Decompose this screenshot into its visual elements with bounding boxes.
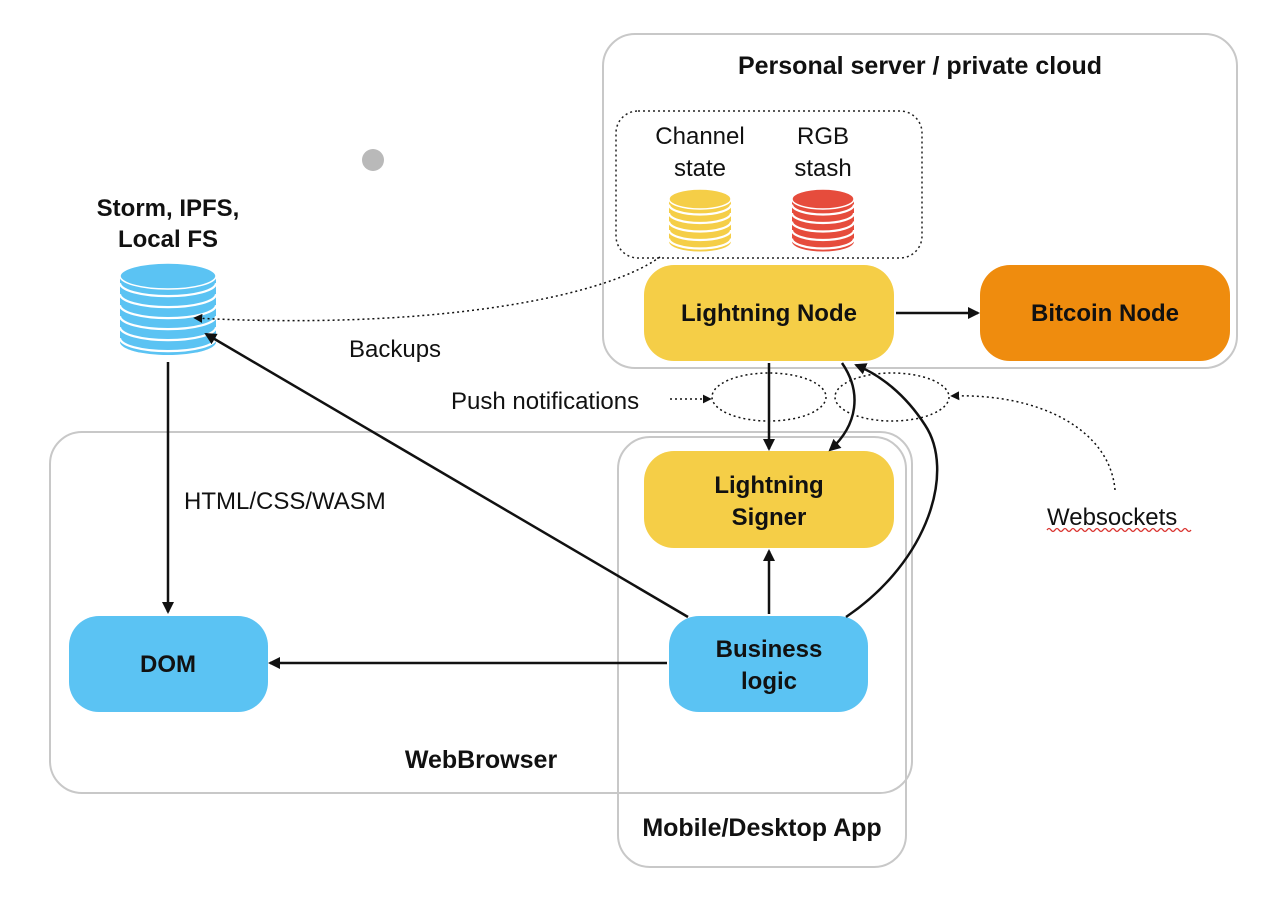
edge-business-to-node [845,363,939,619]
channel-state-label-line1: Channel [655,123,744,150]
mobile-app-group [617,436,907,868]
rgb-stash-label-line1: RGB [797,123,849,150]
personal-server-group-title: Personal server / private cloud [738,52,1102,80]
lightning-node: Lightning Node [644,265,894,361]
bitcoin-node-label: Bitcoin Node [1031,300,1179,327]
channel-state-label-line2: state [674,155,726,182]
database-icon [667,188,733,252]
business-logic: Business logic [669,616,868,712]
lightning-signer-label-line1: Lightning [714,472,823,499]
dom-label: DOM [140,651,196,678]
decorative-dot [362,149,384,171]
edge-node-to-signer-curved [828,362,856,452]
storage-label-line1: Storm, IPFS, [97,195,240,222]
dom-node: DOM [69,616,268,712]
personal-server-group [602,33,1238,369]
websocket-channel-ellipse [834,372,950,422]
lightning-signer: Lightning Signer [644,451,894,548]
database-icon [790,188,856,252]
storage-store: Storm, IPFS, Local FS [97,195,240,355]
push-channel-ellipse [711,372,827,422]
lightning-node-label: Lightning Node [681,300,857,327]
edge-websockets-pointer [950,391,1116,491]
node-data-container [615,110,923,259]
backups-label: Backups [349,336,441,363]
html-css-wasm-label: HTML/CSS/WASM [184,488,386,515]
web-browser-group-title: WebBrowser [405,746,558,774]
edge-backups [193,256,661,323]
lightning-signer-label-line2: Signer [732,504,807,531]
mobile-app-group-title: Mobile/Desktop App [642,814,881,842]
bitcoin-node: Bitcoin Node [980,265,1230,361]
channel-state-store: Channel state [655,123,745,252]
business-logic-label-line1: Business [716,636,823,663]
rgb-stash-store: RGB stash [790,123,856,252]
edge-business-to-storage [204,332,689,619]
push-notifications-label: Push notifications [451,388,639,415]
rgb-stash-label-line2: stash [794,155,851,182]
web-browser-group [49,431,913,794]
business-logic-label-line2: logic [741,668,797,695]
database-icon [118,262,218,355]
websockets-label: Websockets [1047,504,1177,531]
storage-label-line2: Local FS [118,226,218,253]
spellcheck-underline [1046,527,1192,533]
